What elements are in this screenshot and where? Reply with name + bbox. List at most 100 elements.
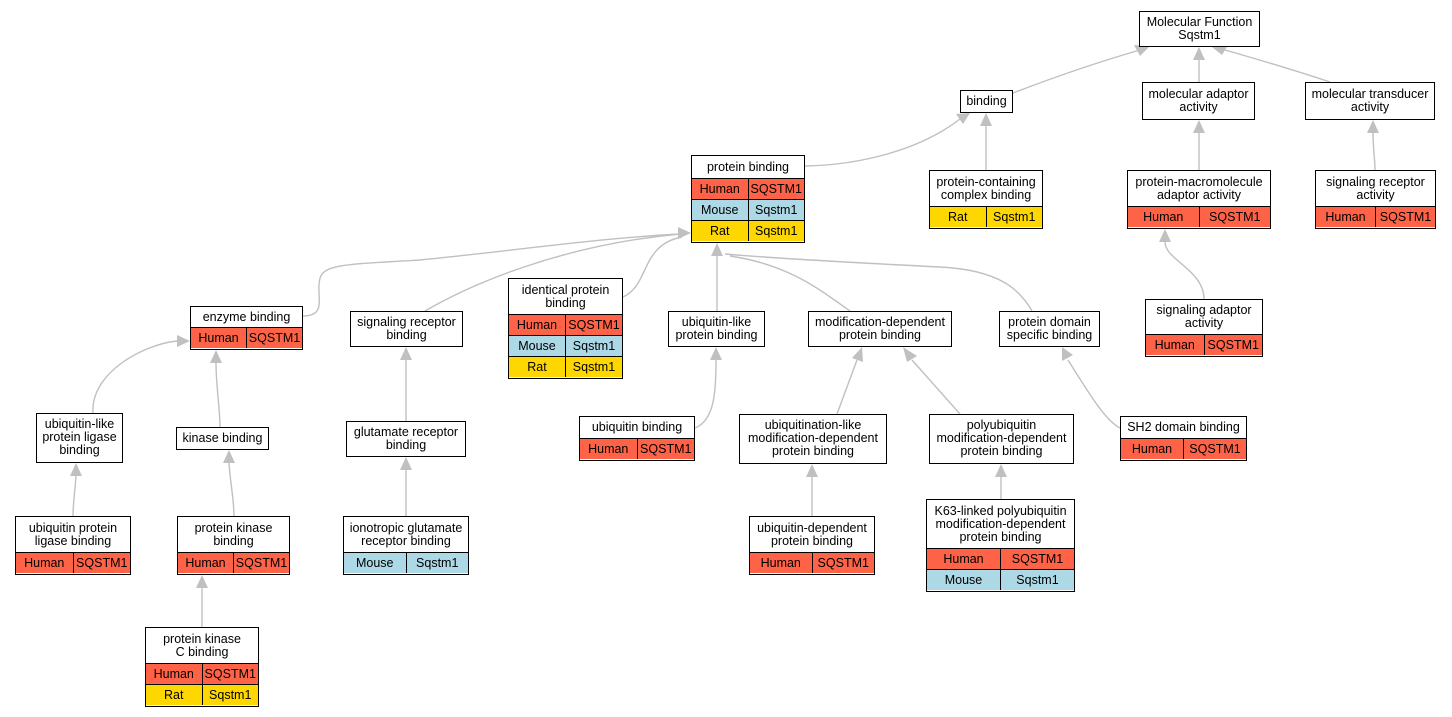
go-term-label: signaling adaptor activity — [1156, 303, 1252, 331]
species-cell: Human — [153, 667, 194, 682]
go-term-node[interactable]: molecular adaptor activity — [1142, 82, 1255, 120]
edge-arrowhead — [1159, 229, 1171, 242]
annotation-row: Human SQSTM1 — [178, 552, 289, 574]
go-term-label: protein binding — [706, 159, 789, 174]
edge-arrowhead — [711, 243, 723, 256]
edge-line — [1224, 49, 1331, 83]
species-cell: Rat — [164, 688, 184, 703]
edge-line — [729, 255, 851, 312]
go-term-label: signaling receptor binding — [357, 314, 456, 342]
go-term-label: molecular adaptor activity — [1148, 86, 1249, 114]
go-term-label: ubiquitin protein ligase binding — [28, 520, 118, 548]
species-cell: Mouse — [700, 203, 739, 218]
go-term-node[interactable]: polyubiquitin modification-dependent pro… — [929, 414, 1074, 464]
go-term-node[interactable]: molecular transducer activity — [1305, 82, 1435, 120]
species-cell: Rat — [527, 360, 547, 375]
go-term-label: ubiquitin-like protein ligase binding — [42, 417, 117, 458]
edge-line — [228, 462, 235, 517]
edge-line — [804, 118, 961, 167]
go-term-node[interactable]: ubiquitin-like protein ligase binding — [36, 413, 123, 463]
annotation-row: Human SQSTM1 — [509, 314, 622, 336]
gene-cell: SQSTM1 — [811, 553, 875, 574]
go-term-node[interactable]: glutamate receptor binding — [346, 421, 466, 457]
go-term-node[interactable]: ubiquitin-like protein binding — [668, 311, 765, 347]
edge-line — [1372, 132, 1376, 171]
gene-cell: SQSTM1 — [233, 553, 289, 574]
go-term-node[interactable]: modification-dependent protein binding — [808, 311, 952, 347]
edge-arrowhead — [678, 227, 691, 239]
edge-arrowhead — [1062, 347, 1073, 361]
edge-arrowhead — [177, 335, 190, 347]
gene-cell: SQSTM1 — [201, 664, 259, 685]
edge-line — [836, 359, 858, 415]
edge-arrowhead — [210, 350, 222, 363]
go-term-label: polyubiquitin modification-dependent pro… — [936, 418, 1067, 459]
go-term-node[interactable]: Molecular Function Sqstm1 — [1139, 11, 1260, 47]
gene-cell: Sqstm1 — [565, 357, 622, 378]
go-term-label: glutamate receptor binding — [353, 424, 459, 452]
go-term-node[interactable]: binding — [960, 90, 1013, 113]
edge-arrowhead — [1193, 120, 1205, 133]
go-term-label: identical protein binding — [521, 282, 610, 310]
annotation-row: Human SQSTM1 — [1121, 438, 1246, 460]
go-term-label: modification-dependent protein binding — [815, 314, 945, 342]
species-cell: Human — [1131, 442, 1173, 457]
edge-line — [724, 253, 1033, 312]
go-term-label: protein kinase C binding — [163, 631, 241, 659]
species-cell: Human — [1154, 338, 1195, 353]
go-term-label: protein-macromolecule adaptor activity — [1135, 174, 1263, 202]
edge-line — [1164, 241, 1205, 300]
edge-arrowhead — [903, 347, 917, 362]
edge-line — [72, 475, 77, 517]
gene-cell: SQSTM1 — [1203, 335, 1263, 356]
species-cell: Mouse — [518, 339, 556, 354]
edge-arrowhead — [1134, 45, 1150, 56]
species-cell: Human — [516, 318, 558, 333]
edge-line — [215, 362, 221, 428]
go-term-node[interactable]: kinase binding — [176, 427, 269, 450]
species-cell: Mouse — [944, 573, 983, 588]
species-cell: Rat — [710, 224, 730, 239]
species-cell: Human — [24, 556, 65, 571]
go-term-node[interactable]: K63-linked polyubiquitin modification-de… — [926, 499, 1075, 592]
go-term-node[interactable]: signaling receptor binding — [350, 311, 463, 347]
annotation-row: Rat Sqstm1 — [509, 356, 622, 378]
go-term-node[interactable]: protein domain specific binding — [999, 311, 1100, 347]
species-cell: Human — [1143, 210, 1184, 225]
go-term-label: protein domain specific binding — [1006, 314, 1093, 342]
gene-cell: SQSTM1 — [1183, 439, 1246, 460]
go-term-label: SH2 domain binding — [1127, 420, 1240, 435]
go-term-node[interactable]: ubiquitination-like modification-depende… — [739, 414, 887, 464]
species-cell: Human — [185, 556, 226, 571]
edge-line — [92, 340, 178, 414]
gene-cell: SQSTM1 — [565, 315, 622, 336]
species-cell: Human — [699, 182, 740, 197]
go-term-label: enzyme binding — [202, 309, 291, 324]
edge-arrowhead — [1212, 45, 1228, 55]
gene-cell: SQSTM1 — [636, 439, 695, 460]
